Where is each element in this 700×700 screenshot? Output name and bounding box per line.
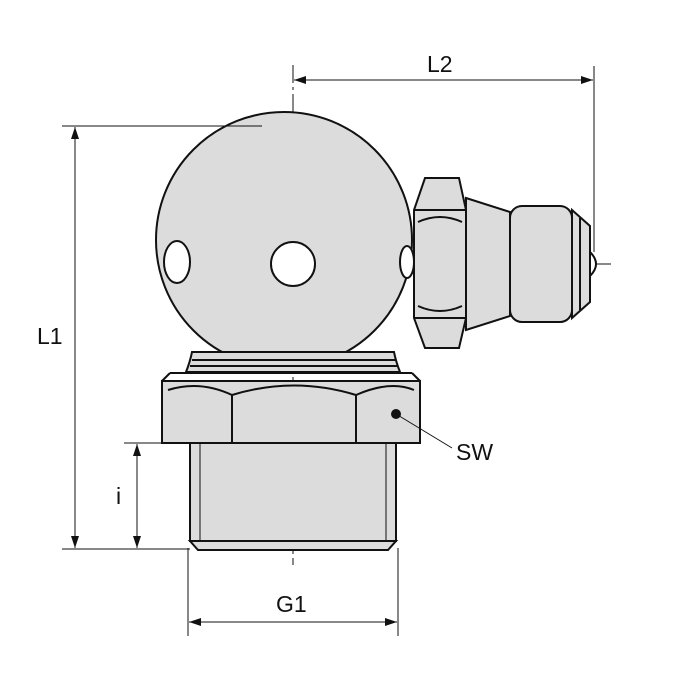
side-port-right bbox=[399, 245, 415, 279]
g1-label: G1 bbox=[276, 591, 307, 617]
thread-body bbox=[189, 442, 397, 542]
hex-face bbox=[417, 305, 463, 312]
ball-sphere bbox=[155, 111, 413, 369]
threaded-shank bbox=[187, 442, 399, 551]
center-port bbox=[270, 241, 316, 287]
nipple-hex-nut bbox=[413, 177, 467, 349]
sw-leader-dot bbox=[391, 409, 401, 419]
side-port-left bbox=[163, 240, 191, 284]
l1-label: L1 bbox=[37, 323, 63, 349]
ball-valve bbox=[589, 249, 597, 279]
nipple-cylinder bbox=[509, 205, 573, 323]
thread-chamfer bbox=[187, 540, 399, 551]
dimensions bbox=[62, 66, 595, 636]
hex-chamfer bbox=[411, 372, 421, 382]
main-hex-nut bbox=[161, 372, 421, 444]
hex-face-arc bbox=[231, 384, 357, 396]
hex-face-arc bbox=[167, 385, 233, 396]
side-nipple bbox=[413, 177, 597, 349]
nipple-taper bbox=[465, 196, 511, 332]
hex-body bbox=[161, 380, 421, 444]
i-label: i bbox=[116, 483, 121, 509]
sw-leader-line bbox=[395, 413, 453, 449]
ball-neck bbox=[184, 351, 402, 373]
sw-label: SW bbox=[456, 439, 493, 465]
hex-face bbox=[417, 216, 463, 223]
hex-chamfer bbox=[161, 372, 171, 382]
ball-head bbox=[155, 111, 415, 373]
l2-label: L2 bbox=[427, 51, 453, 77]
hex-face-arc bbox=[355, 385, 415, 396]
